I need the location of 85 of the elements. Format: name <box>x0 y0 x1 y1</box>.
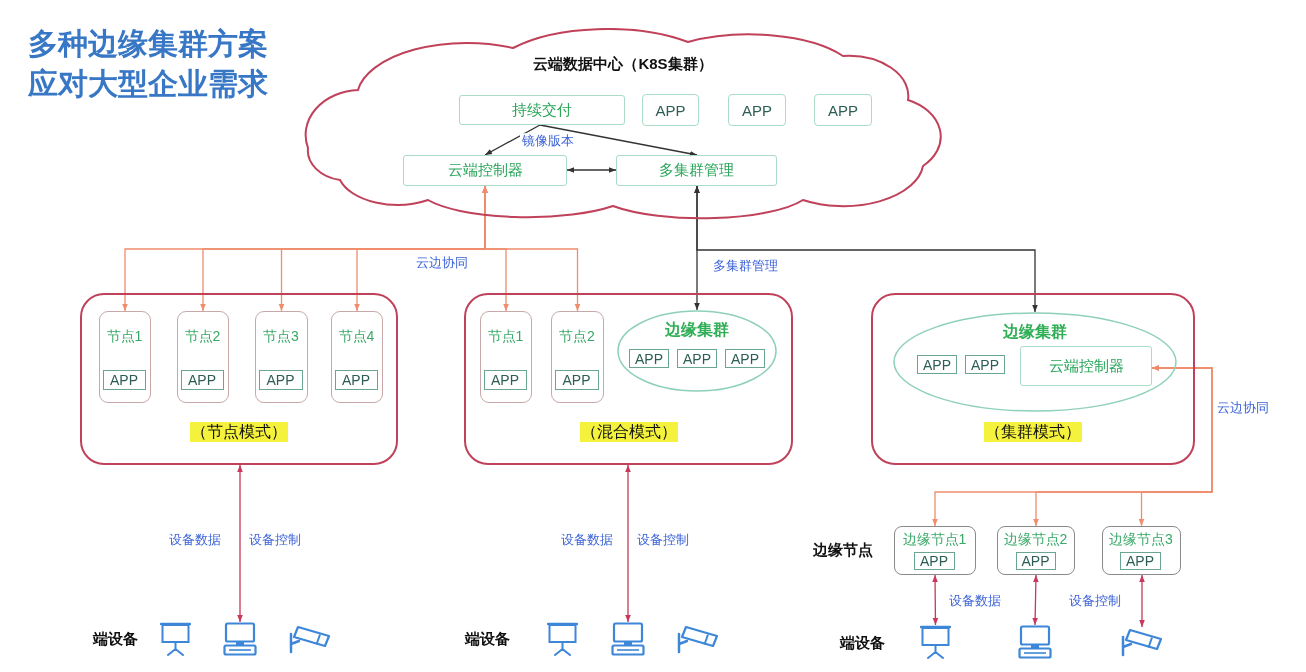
app-box: APP <box>483 369 527 390</box>
app-box: APP <box>814 94 872 126</box>
flow-label: 设备控制 <box>1068 593 1122 609</box>
arrow <box>1032 574 1039 626</box>
camera-icon <box>677 624 719 654</box>
edge-node-card <box>997 526 1075 575</box>
app-box: APP <box>1119 551 1161 570</box>
row-label: 端设备 <box>463 630 511 648</box>
node-label: 节点3 <box>263 328 299 346</box>
app-box: APP <box>629 349 669 368</box>
computer-icon <box>223 622 257 656</box>
flow-label: 设备数据 <box>560 532 614 548</box>
arrow <box>625 464 631 623</box>
flow-label: 设备控制 <box>248 532 302 548</box>
slide-title: 多种边缘集群方案应对大型企业需求 <box>28 26 269 102</box>
cluster-label: 边缘集群 <box>1003 322 1067 342</box>
arrow <box>539 124 698 157</box>
node-card <box>177 311 229 403</box>
service-box: 云端控制器 <box>1020 346 1152 386</box>
service-box: 多集群管理 <box>616 155 777 186</box>
mode-panel <box>871 293 1195 465</box>
edge-node-card <box>894 526 976 575</box>
flow-label: 设备数据 <box>168 532 222 548</box>
node-label: 边缘节点1 <box>902 531 967 549</box>
node-card <box>551 311 604 403</box>
edge-label: 多集群管理 <box>710 258 780 274</box>
row-label: 端设备 <box>91 630 139 648</box>
node-label: 边缘节点3 <box>1109 531 1173 549</box>
app-box: APP <box>965 355 1005 374</box>
camera-icon <box>289 624 331 654</box>
projector-screen-icon <box>160 622 191 656</box>
arrow <box>237 464 243 623</box>
node-label: 节点4 <box>338 328 375 346</box>
app-box: APP <box>1015 551 1056 570</box>
arrow <box>932 574 939 626</box>
arrow <box>484 124 541 156</box>
node-card <box>99 311 151 403</box>
arrow <box>1138 365 1213 527</box>
flow-label: 设备控制 <box>636 532 690 548</box>
cluster-ellipse <box>893 312 1177 412</box>
mode-label: （集群模式） <box>984 422 1082 442</box>
node-label: 边缘节点2 <box>1003 531 1068 549</box>
mode-panel <box>80 293 398 465</box>
row-label: 端设备 <box>838 634 886 652</box>
projector-screen-icon <box>920 625 951 659</box>
mode-label: （混合模式） <box>579 422 678 442</box>
app-box: APP <box>677 349 717 368</box>
edge-label: 镜像版本 <box>520 133 576 149</box>
app-box: APP <box>917 355 957 374</box>
app-box: APP <box>334 369 378 390</box>
node-card <box>480 311 532 403</box>
computer-icon <box>611 622 645 656</box>
arrow <box>482 185 581 312</box>
app-box: APP <box>102 369 146 390</box>
app-box: APP <box>642 94 699 126</box>
app-box: APP <box>180 369 224 390</box>
cluster-label: 边缘集群 <box>665 320 729 340</box>
edge-node-card <box>1102 526 1181 575</box>
node-card <box>331 311 383 403</box>
cluster-ellipse <box>617 310 777 392</box>
camera-icon <box>1121 627 1163 657</box>
app-box: APP <box>728 94 786 126</box>
projector-screen-icon <box>547 622 578 656</box>
cloud-heading: 云端数据中心（K8S集群） <box>533 55 713 74</box>
edge-label: 云边协同 <box>414 255 470 271</box>
service-box: 云端控制器 <box>403 155 567 186</box>
node-label: 节点1 <box>106 328 143 346</box>
arrow <box>566 167 617 173</box>
mode-panel <box>464 293 793 465</box>
edge-label: 云边协同 <box>1215 400 1271 416</box>
app-box: APP <box>913 551 955 570</box>
node-label: 节点1 <box>487 328 524 346</box>
node-label: 节点2 <box>184 328 221 346</box>
arrow <box>1139 574 1145 628</box>
arrow <box>694 185 1038 313</box>
node-card <box>255 311 308 403</box>
node-label: 节点2 <box>559 328 595 346</box>
row-label: 边缘节点 <box>812 541 874 559</box>
flow-label: 设备数据 <box>948 593 1002 609</box>
service-box: 持续交付 <box>459 95 625 125</box>
app-box: APP <box>725 349 765 368</box>
mode-label: （节点模式） <box>190 422 288 442</box>
app-box: APP <box>258 369 303 390</box>
app-box: APP <box>554 369 599 390</box>
computer-icon <box>1018 625 1052 659</box>
